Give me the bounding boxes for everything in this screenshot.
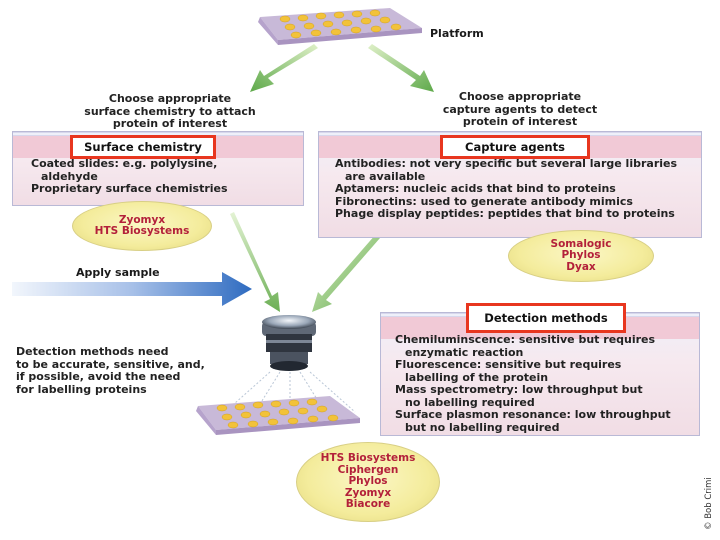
surface-companies-ellipse: Zyomyx HTS Biosystems [72, 201, 212, 251]
credit-label: © Bob Crimi [704, 477, 714, 530]
detection-note: Detection methods need to be accurate, s… [16, 345, 205, 396]
result-plate-icon [196, 396, 360, 435]
arrow-capture-to-detector [312, 234, 380, 312]
surface-instruction: Choose appropriate surface chemistry to … [84, 92, 256, 130]
detection-methods-list: Chemiluminscence: sensitive but requires… [395, 333, 671, 434]
capture-companies-ellipse: Somalogic Phylos Dyax [508, 230, 654, 282]
detector-lens-icon [262, 315, 316, 371]
platform-label: Platform [430, 27, 484, 40]
arrow-surface-to-detector [230, 212, 280, 312]
surface-chemistry-list: Coated slides: e.g. polylysine, aldehyde… [31, 157, 228, 195]
arrow-to-capture-agents [368, 44, 434, 92]
arrow-to-surface-chemistry [250, 44, 318, 92]
capture-agents-header: Capture agents [440, 135, 590, 159]
apply-sample-arrow [12, 272, 252, 306]
platform-plate-icon [258, 8, 422, 45]
detection-companies-ellipse: HTS Biosystems Ciphergen Phylos Zyomyx B… [296, 442, 440, 522]
apply-sample-label: Apply sample [76, 266, 160, 279]
detection-methods-header: Detection methods [466, 303, 626, 333]
detection-methods-panel: Chemiluminscence: sensitive but requires… [380, 312, 700, 436]
capture-agents-list: Antibodies: not very specific but severa… [335, 157, 678, 220]
capture-instruction: Choose appropriate capture agents to det… [442, 90, 598, 128]
surface-chemistry-header: Surface chemistry [70, 135, 216, 159]
